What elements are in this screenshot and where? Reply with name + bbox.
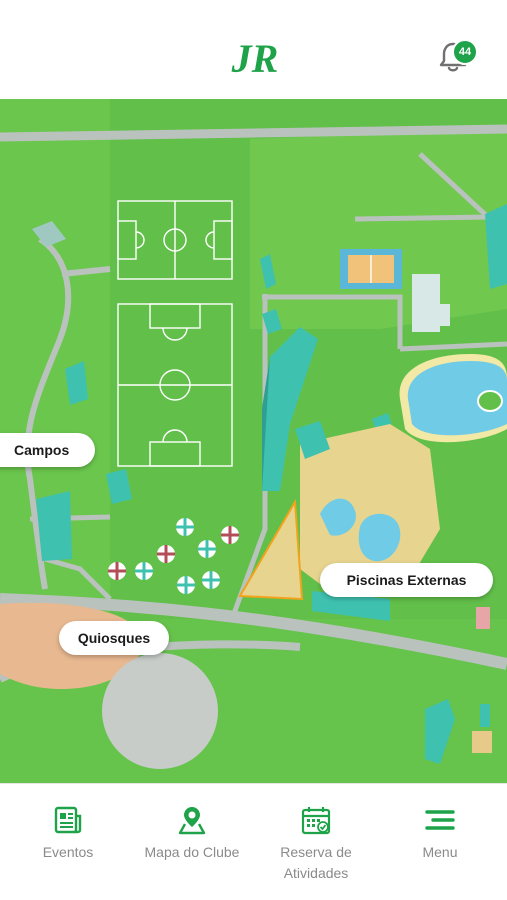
club-logo-text: JR (231, 36, 279, 81)
kiosk-umbrellas (108, 518, 239, 594)
map-pin-icon (178, 807, 206, 835)
club-map[interactable]: Campos Piscinas Externas Quiosques (0, 99, 507, 783)
menu-icon (425, 810, 455, 830)
building (485, 204, 507, 289)
building-long (262, 357, 270, 491)
path (61, 266, 111, 277)
road (0, 124, 507, 142)
path (399, 341, 507, 352)
parking-circle (102, 653, 218, 769)
pool-deck (300, 424, 440, 599)
path (262, 294, 403, 349)
path (44, 556, 112, 601)
soccer-field-bottom (117, 303, 233, 467)
building-long (262, 327, 318, 491)
pool (358, 513, 401, 562)
app-header: JR 44 (0, 0, 507, 99)
building (32, 221, 393, 561)
tab-menu[interactable]: Menu (392, 784, 488, 900)
kiosk-stand (476, 607, 490, 629)
tab-eventos-label: Eventos (42, 844, 94, 860)
building (472, 731, 492, 753)
path (24, 236, 72, 590)
tab-reserva-label: Reserva de Atividades (280, 844, 352, 881)
newspaper-icon (54, 806, 82, 834)
tab-menu-label: Menu (422, 844, 458, 860)
sand-court (238, 498, 304, 601)
notification-badge: 44 (452, 39, 478, 65)
tab-mapa-do-clube[interactable]: Mapa do Clube (132, 784, 252, 900)
road (0, 593, 507, 670)
building (480, 704, 490, 727)
grass-zone-light (0, 99, 110, 689)
tab-eventos[interactable]: Eventos (18, 784, 118, 900)
path (418, 152, 492, 221)
island (477, 390, 503, 412)
pool-building (295, 421, 330, 459)
club-logo: JR (231, 36, 279, 81)
building (425, 699, 455, 764)
pool-building (312, 591, 390, 621)
lake (407, 361, 507, 436)
tab-mapa-label: Mapa do Clube (144, 844, 240, 860)
grass-zone-light (250, 129, 507, 329)
pool (320, 498, 356, 536)
tennis-court (340, 249, 402, 289)
map-label-quiosques[interactable]: Quiosques (59, 621, 169, 655)
soccer-field-top (117, 200, 233, 280)
map-label-piscinas-externas[interactable]: Piscinas Externas (320, 563, 493, 597)
building-white (412, 274, 450, 332)
path (354, 214, 491, 222)
tab-reserva-de-atividades[interactable]: Reserva de Atividades (266, 784, 366, 900)
map-label-campos[interactable]: Campos (0, 433, 95, 467)
calendar-check-icon (301, 807, 331, 835)
bottom-tab-bar: Eventos Mapa do Clube Reserva de Ativida… (0, 783, 507, 900)
